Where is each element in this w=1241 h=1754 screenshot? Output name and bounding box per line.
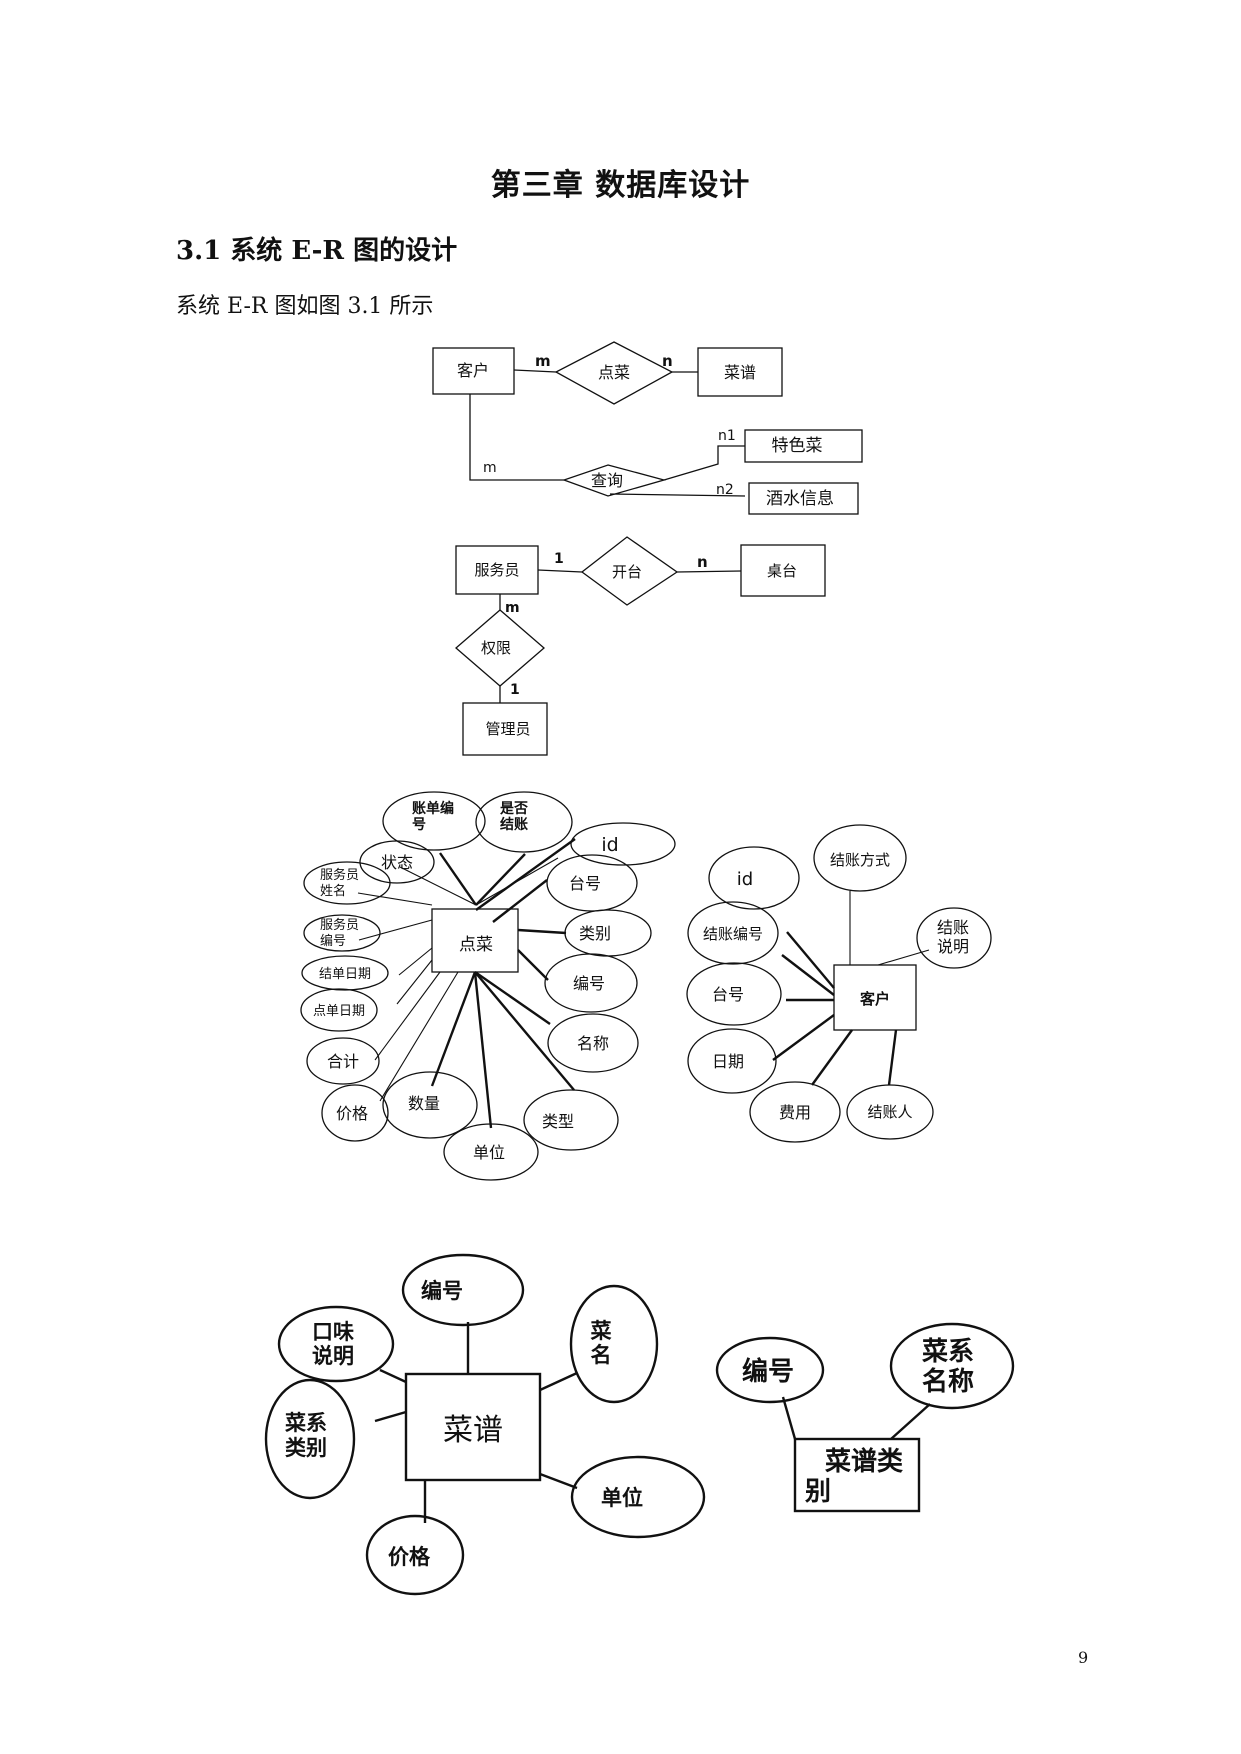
label-drink-info: 酒水信息	[766, 489, 834, 509]
label-special-dish: 特色菜	[772, 436, 823, 456]
figure-intro-text: 系统 E-R 图如图 3.1 所示	[176, 294, 434, 319]
relation-query-diamond	[562, 464, 667, 497]
er-labels-diagram4: 客户 id 结账方式 结账 说明 结账编号 台号 日期 费用 结账人	[703, 851, 969, 1122]
label-customer: 客户	[457, 361, 489, 380]
entity-customer-detail-box	[833, 964, 917, 1031]
attr-order-unit: 单位	[473, 1143, 505, 1162]
attr-payer: 结账人	[867, 1103, 912, 1121]
attr-waiter-name-line2: 姓名	[320, 883, 346, 899]
attr-cuisine-name-line1: 菜系	[921, 1337, 974, 1367]
label-menu-category-line2: 别	[804, 1477, 831, 1507]
attr-order-status: 状态	[381, 853, 413, 872]
label-menu: 菜谱	[724, 363, 756, 382]
attr-bill-no-line1: 账单编	[412, 800, 454, 817]
er-labels-diagram2: 服务员 1 开台 n 桌台 m 权限 1 管理员	[474, 551, 797, 738]
er-diagram-order-query	[432, 341, 863, 515]
attr-customer-fee: 费用	[779, 1103, 811, 1122]
label-order-relation: 点菜	[598, 363, 630, 382]
er-labels-diagram3: 点菜 账单编 号 是否 结账 id 台号 类别 编号 名称 类型 单位 数量 价…	[313, 800, 619, 1162]
label-card-m-query: m	[483, 460, 497, 476]
label-card-1-permission: 1	[510, 682, 520, 698]
label-permission-relation: 权限	[481, 639, 511, 657]
attr-waiter-no-line1: 服务员	[320, 917, 359, 933]
attr-customer-date: 日期	[712, 1052, 744, 1071]
page-number: 9	[1078, 1648, 1089, 1667]
attr-cuisine-type-line2: 类别	[285, 1436, 327, 1460]
er-labels-diagram6: 菜谱类 别 编号 菜系 名称	[742, 1337, 974, 1507]
label-card-n1: n1	[718, 428, 736, 444]
entity-drink-info-box	[748, 482, 859, 515]
label-card-n2: n2	[716, 482, 734, 498]
er-diagram-menu-attributes	[264, 1253, 706, 1596]
label-table: 桌台	[767, 562, 797, 580]
label-waiter: 服务员	[474, 561, 519, 579]
entity-manager-box	[462, 702, 548, 756]
attr-customer-id: id	[737, 869, 753, 890]
attr-dish-name-line1: 菜	[590, 1319, 612, 1343]
attr-payment-note-line2: 说明	[937, 937, 969, 956]
attr-cuisine-type-line1: 菜系	[284, 1411, 327, 1435]
attr-dish-name-line2: 名	[591, 1343, 612, 1367]
relation-open-diamond	[580, 536, 679, 606]
attr-waiter-no-line2: 编号	[320, 934, 346, 949]
label-card-m-permission: m	[505, 600, 520, 616]
label-menu-entity: 菜谱	[443, 1413, 503, 1448]
attr-order-name: 名称	[577, 1034, 609, 1053]
attr-order-type: 类型	[542, 1112, 574, 1131]
attr-bill-no-line2: 号	[412, 817, 426, 833]
attr-close-date: 结单日期	[319, 967, 371, 982]
entity-special-dish-box	[744, 429, 863, 463]
label-card-m-order: m	[535, 352, 551, 370]
er-labels-diagram1: 客户 m 点菜 n 菜谱 m 查询 n1 n2 特色菜 酒水信息	[457, 352, 834, 509]
attr-payment-method: 结账方式	[830, 851, 890, 869]
er-labels-diagram5: 菜谱 编号 口味 说明 菜 名 菜系 类别 单位 价格	[284, 1279, 643, 1569]
label-card-1-open: 1	[554, 551, 564, 567]
chapter-title: 第三章 数据库设计	[490, 168, 751, 203]
attr-order-id: id	[601, 834, 618, 856]
section-title: 3.1 系统 E-R 图的设计	[176, 236, 458, 266]
entity-order-box	[431, 908, 519, 973]
er-diagram-customer-attributes	[686, 824, 992, 1143]
attr-taste-note-line2: 说明	[312, 1344, 354, 1368]
attr-category-number: 编号	[742, 1356, 794, 1387]
attr-payment-note-line1: 结账	[937, 918, 969, 937]
er-diagram-menu-category-attributes	[715, 1322, 1015, 1513]
attr-menu-unit: 单位	[601, 1486, 643, 1510]
label-manager: 管理员	[485, 720, 530, 738]
er-diagram-order-attributes	[300, 791, 676, 1181]
attr-order-price: 价格	[336, 1104, 368, 1123]
er-diagram-waiter	[455, 536, 826, 756]
label-menu-category-line1: 菜谱类	[824, 1446, 903, 1477]
attr-is-settled-line2: 结账	[500, 816, 528, 833]
attr-order-table-no: 台号	[569, 874, 601, 893]
attr-customer-table-no: 台号	[712, 985, 744, 1004]
entity-customer-box	[432, 347, 515, 395]
attr-menu-number: 编号	[421, 1279, 463, 1303]
label-order-entity: 点菜	[459, 935, 493, 955]
attr-order-date: 点单日期	[313, 1004, 365, 1019]
label-query-relation: 查询	[591, 471, 623, 490]
entity-menu-detail-box	[404, 1372, 542, 1482]
attr-order-total: 合计	[327, 1052, 359, 1071]
label-card-n-open: n	[697, 553, 708, 571]
relation-order-diamond	[554, 341, 674, 405]
attr-menu-price: 价格	[388, 1545, 431, 1569]
entity-menu-category-box	[793, 1437, 921, 1513]
attr-waiter-name-line1: 服务员	[320, 867, 359, 883]
attr-payment-no: 结账编号	[703, 925, 763, 943]
attr-order-quantity: 数量	[408, 1094, 440, 1113]
attr-order-number: 编号	[573, 974, 605, 993]
entity-table-box	[740, 544, 826, 597]
label-card-n-order: n	[662, 352, 673, 370]
attr-cuisine-name-line2: 名称	[922, 1366, 974, 1397]
attr-order-category: 类别	[579, 924, 611, 943]
label-open-relation: 开台	[612, 563, 642, 581]
label-customer-entity: 客户	[859, 990, 890, 1008]
attr-taste-note-line1: 口味	[312, 1320, 354, 1344]
attr-is-settled-line1: 是否	[500, 801, 528, 817]
